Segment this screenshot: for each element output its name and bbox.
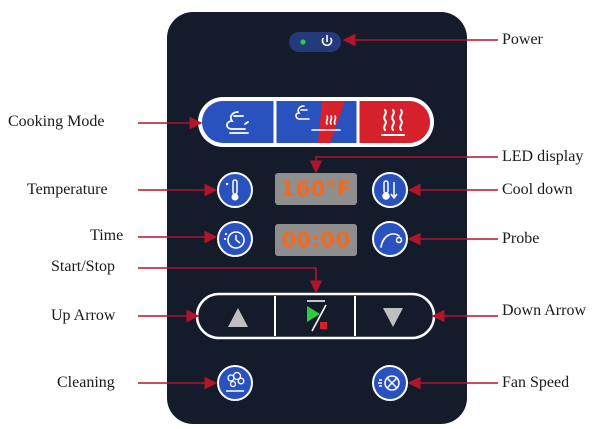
label-down-arrow: Down Arrow bbox=[502, 302, 586, 319]
timer-icon bbox=[223, 231, 245, 249]
cool-down-thermometer-icon bbox=[382, 180, 398, 200]
cleaning-icon bbox=[226, 371, 245, 392]
fan-speed-icon bbox=[378, 375, 400, 391]
up-arrow-button[interactable] bbox=[199, 296, 274, 336]
probe-button[interactable] bbox=[372, 221, 408, 257]
time-button[interactable] bbox=[217, 221, 253, 257]
power-indicator-led bbox=[300, 39, 306, 45]
triangle-down-icon bbox=[383, 308, 403, 327]
down-arrow-button[interactable] bbox=[357, 296, 432, 336]
combi-mode-button[interactable] bbox=[277, 103, 357, 141]
cool-down-button[interactable] bbox=[372, 172, 408, 208]
thermometer-icon bbox=[225, 179, 239, 201]
label-probe: Probe bbox=[502, 230, 540, 247]
triangle-up-icon bbox=[228, 308, 248, 327]
label-up-arrow: Up Arrow bbox=[51, 307, 116, 324]
convection-mode-button[interactable] bbox=[204, 103, 272, 141]
led-display-leader bbox=[309, 156, 498, 174]
leader-lines bbox=[138, 33, 498, 390]
control-panel bbox=[167, 12, 467, 424]
cleaning-button[interactable] bbox=[217, 365, 253, 401]
label-power: Power bbox=[502, 31, 543, 48]
label-fan-speed: Fan Speed bbox=[502, 374, 570, 391]
time-display: 00:00 bbox=[275, 224, 357, 256]
label-time: Time bbox=[90, 227, 124, 244]
start-stop-button[interactable] bbox=[277, 296, 354, 336]
label-cooking-mode: Cooking Mode bbox=[8, 113, 105, 130]
cooking-mode-selector bbox=[198, 97, 434, 147]
combi-steam-icon bbox=[295, 105, 341, 131]
convection-fan-icon bbox=[226, 111, 249, 134]
temperature-display: 160°F bbox=[275, 173, 357, 205]
label-temperature: Temperature bbox=[27, 181, 108, 198]
probe-icon bbox=[380, 233, 403, 248]
fan-speed-button[interactable] bbox=[372, 365, 408, 401]
power-icon bbox=[321, 34, 333, 46]
label-cool-down: Cool down bbox=[502, 181, 573, 198]
temperature-button[interactable] bbox=[217, 172, 253, 208]
start-stop-leader bbox=[138, 267, 323, 294]
power-button[interactable] bbox=[289, 32, 341, 52]
label-led-display: LED display bbox=[502, 148, 584, 165]
steam-mode-button[interactable] bbox=[360, 103, 428, 141]
steam-icon bbox=[381, 109, 405, 136]
label-start-stop: Start/Stop bbox=[51, 258, 116, 275]
label-cleaning: Cleaning bbox=[57, 374, 115, 391]
play-stop-icon bbox=[307, 300, 327, 332]
